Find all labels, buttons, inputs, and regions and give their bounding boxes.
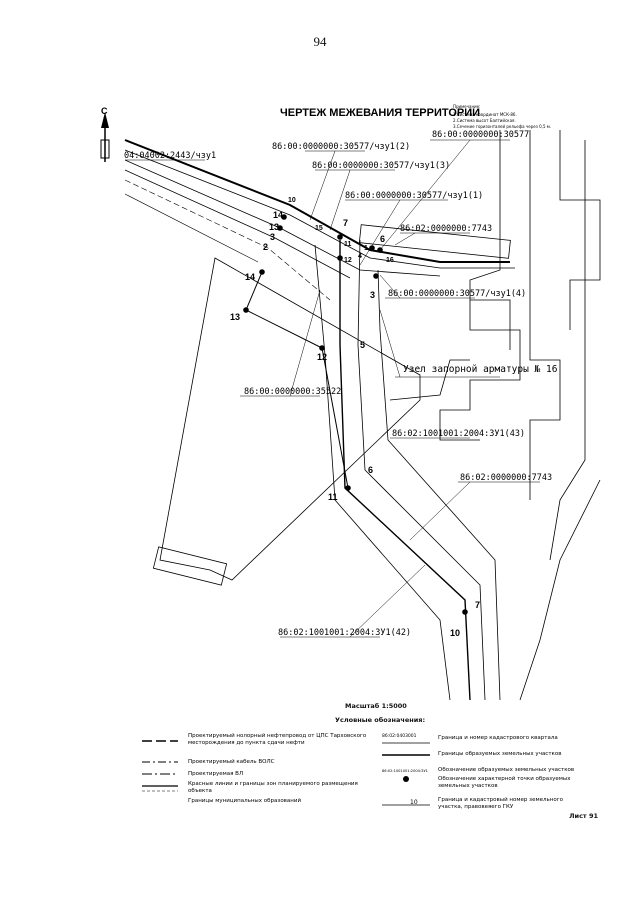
legend-right-2: Границы образуемых земельных участков [438,751,562,757]
map-title: ЧЕРТЕЖ МЕЖЕВАНИЯ ТЕРРИТОРИИ [280,107,480,119]
notes-line-3: 3.Сечение горизонталей рельефа через 0,5… [453,124,551,129]
legend-left-5: Границы муниципальных образований [188,798,302,804]
legend-right-1: Граница и номер кадастрового квартала [438,735,558,741]
legend-symbols-left [142,740,178,792]
parcel-label-p9: 86:02:0000000:7743 [460,473,552,483]
parcel-label-p10: 86:02:1001001:2004:ЗУ1(42) [278,628,411,638]
point-label-2: 2 [263,242,268,252]
point-label-14a: 14 [273,210,283,220]
point-label-13a: 13 [269,222,279,232]
north-label: С [101,106,108,116]
legend-left-4: Красные линии и границы зон планируемого… [188,781,358,794]
notes-line-1: 1.Система координат МСК-86. [453,112,517,117]
notes-heading: Примечание: [453,104,480,109]
point-label-13: 13 [230,312,240,322]
parcel-35522-boundary [159,257,421,581]
point-label-4: 4 [358,253,362,260]
point-label-7: 7 [475,600,480,610]
parcel-label-p11: 04:04002:2443/чзу1 [124,151,216,161]
point-label-6a: 6 [380,234,385,244]
legend-left-3: Проектируемая ВЛ [188,771,244,777]
south-corridor [314,239,501,701]
notes-block: Примечание: 1.Система координат МСК-86. … [453,104,551,129]
pipeline-corridor [124,139,515,301]
parcel-label-p4: 86:00:0000000:30577/чзу1(1) [345,191,483,201]
scale-label: Масштаб 1:5000 [345,702,407,710]
point-label-3b: 3 [370,290,375,300]
legend-right-4: Обозначение характерной точки образуемых… [438,776,571,789]
parcel-label-p7: 86:00:0000000:35522 [244,387,341,397]
point-label-7a: 7 [343,218,348,228]
point-label-5: 5 [360,340,365,350]
leader-lines [125,139,540,638]
legend-heading: Условные обозначения: [335,716,426,724]
point-label-12a: 12 [344,257,352,264]
node-label: Узел запорной арматуры № 16 [403,364,558,375]
parcel-label-p6: 86:00:0000000:30577/чзу1(4) [388,289,526,299]
existing-structures [358,130,601,701]
legend-symbols-right [382,742,430,806]
sheet-number: Лист 91 [569,812,598,820]
point-label-6: 6 [368,465,373,475]
parcel-label-p1: 86:00:0000000:30577/чзу1(2) [272,142,410,152]
parcel-label-p3: 86:00:0000000:30577 [432,130,529,140]
building-outline [152,546,228,586]
legend-code-number: 10 [410,799,418,806]
legend-code-parcel: 86:02:1001001:2004:ЗУ1 [382,769,428,773]
parcel-label-p8: 86:02:1001001:2004:ЗУ1(43) [392,429,525,439]
page-number: 94 [313,34,327,49]
legend-left-2: Проектируемый кабель ВОЛС [188,759,275,765]
legend-left-1: Проектируемый нолорный нефтепровод от ЦП… [188,733,367,746]
legend-code-quarter: 86:02:0403001 [382,734,417,739]
point-label-16: 16 [386,257,394,264]
point-label-1: 1 [364,245,368,252]
point-label-14: 14 [245,272,255,282]
point-label-11a: 11 [344,241,352,248]
zone-line [245,271,349,489]
point-label-15: 15 [315,225,323,232]
notes-line-2: 2.Система высот Балтийская. [453,118,516,123]
point-label-3a: 3 [270,232,275,242]
point-label-10: 10 [288,197,296,204]
point-label-12: 12 [317,352,327,362]
parcel-label-p5: 86:02:0000000:7743 [400,224,492,234]
characteristic-points [243,214,468,615]
legend-right-5: Граница и кадастровый номер земельного у… [438,797,563,810]
north-arrow-icon [100,112,110,162]
parcel-label-p2: 86:00:0000000:30577/чзу1(3) [312,161,450,171]
point-label-11: 11 [328,492,338,502]
legend-right-3: Обозначение образуемых земельных участко… [438,767,575,773]
point-label-10b: 10 [450,628,460,638]
